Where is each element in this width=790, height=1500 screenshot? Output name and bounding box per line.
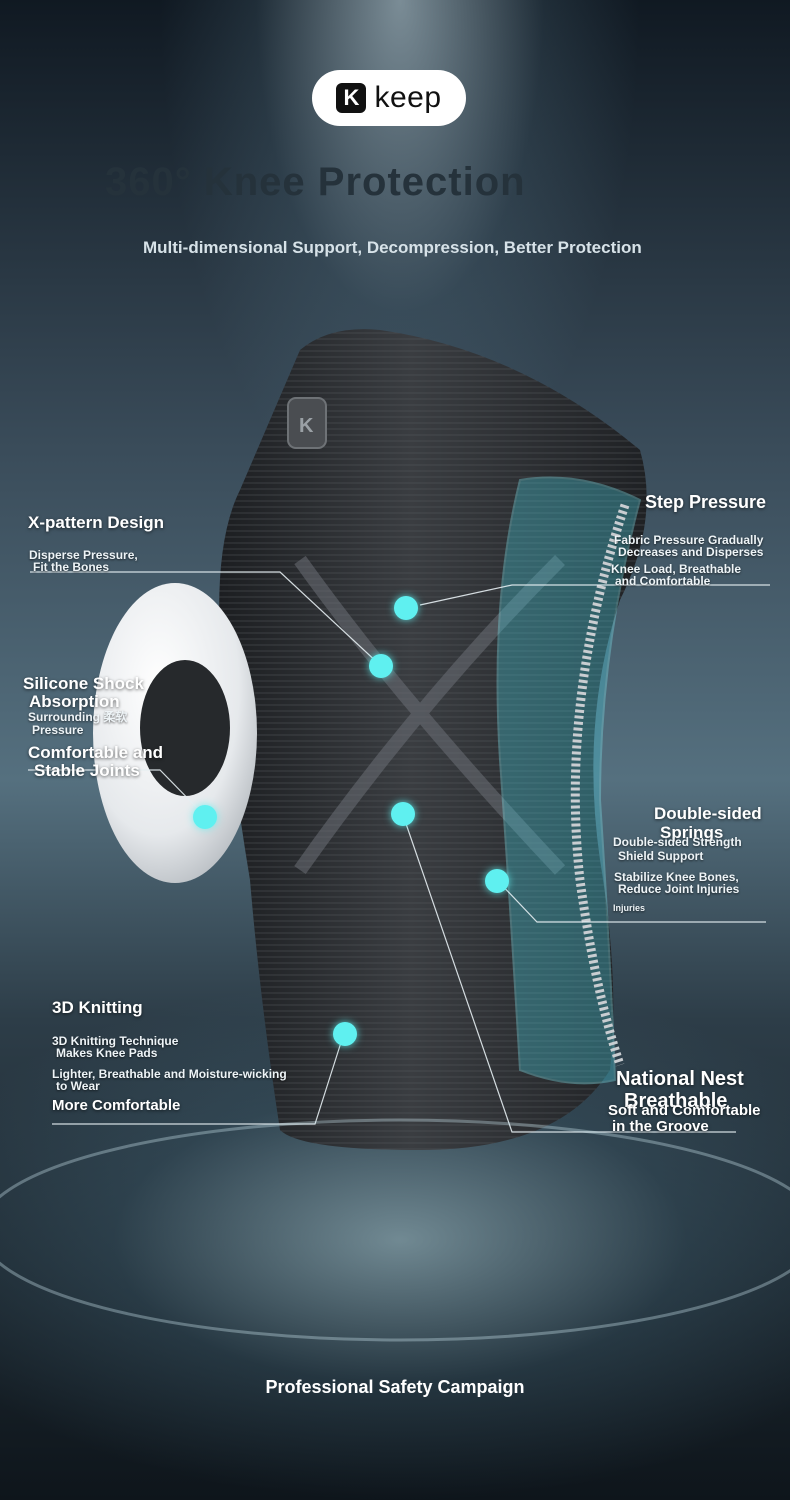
double-springs-title1: Double-sided (654, 804, 762, 823)
k-logo-icon: K (336, 83, 367, 113)
step-pressure-line3: Knee Load, Breathable (611, 562, 742, 576)
knitting-line5: More Comfortable (52, 1097, 181, 1114)
double-springs-line1: Double-sided Strength (613, 835, 742, 849)
hotspot-national-nest[interactable] (391, 802, 415, 826)
double-springs-line5: Injuries (613, 903, 646, 913)
footer-campaign: Professional Safety Campaign (265, 1377, 525, 1397)
hotspot-silicone[interactable] (193, 805, 217, 829)
silicone-line1: Surrounding 柔软 (28, 710, 128, 724)
x-pattern-line2: Fit the Bones (33, 560, 110, 574)
cyan-side-panel (496, 476, 642, 1085)
silicone-line3: Comfortable and (28, 743, 164, 762)
national-nest-line2: in the Groove (612, 1118, 709, 1135)
national-nest-line1: Soft and Comfortable (608, 1102, 761, 1119)
step-pressure-line2: Decreases and Disperses (618, 545, 764, 559)
knitting-line3: Lighter, Breathable and Moisture-wicking (52, 1067, 287, 1081)
knitting-line1: 3D Knitting Technique (52, 1034, 179, 1048)
hotspot-step-pressure[interactable] (394, 596, 418, 620)
step-pressure-line1: Fabric Pressure Gradually (614, 533, 764, 547)
silicone-line2: Pressure (32, 723, 84, 737)
step-pressure-line4: and Comfortable (615, 574, 711, 588)
national-nest-title1: National Nest (616, 1068, 744, 1090)
brand-name: keep (374, 81, 442, 114)
page-title: 360° Knee Protection (105, 160, 526, 204)
svg-text:K: K (299, 415, 314, 437)
x-pattern-title: X-pattern Design (28, 513, 165, 532)
hotspot-3d-knitting[interactable] (333, 1022, 357, 1046)
knitting-line2: Makes Knee Pads (56, 1046, 158, 1060)
silicone-line4: Stable Joints (34, 761, 140, 780)
page-subtitle: Multi-dimensional Support, Decompression… (143, 238, 642, 257)
knitting-title: 3D Knitting (52, 998, 143, 1017)
brace-logo-patch (287, 397, 327, 449)
brand-logo: K keep (312, 70, 466, 126)
double-springs-title2: Springs (660, 823, 724, 842)
double-springs-line4: Reduce Joint Injuries (618, 882, 740, 896)
hotspot-x-pattern[interactable] (369, 654, 393, 678)
step-pressure-title: Step Pressure (645, 492, 767, 512)
knitting-line4: to Wear (56, 1079, 100, 1093)
silicone-title2: Absorption (29, 692, 120, 711)
silicone-title1: Silicone Shock (23, 674, 144, 693)
double-springs-line2: Shield Support (618, 849, 704, 863)
hotspot-double-springs[interactable] (485, 869, 509, 893)
spring-icon (570, 503, 630, 1067)
x-pattern-line1: Disperse Pressure, (29, 548, 138, 562)
national-nest-title2: Breathable (624, 1090, 728, 1112)
double-springs-line3: Stabilize Knee Bones, (614, 870, 739, 884)
